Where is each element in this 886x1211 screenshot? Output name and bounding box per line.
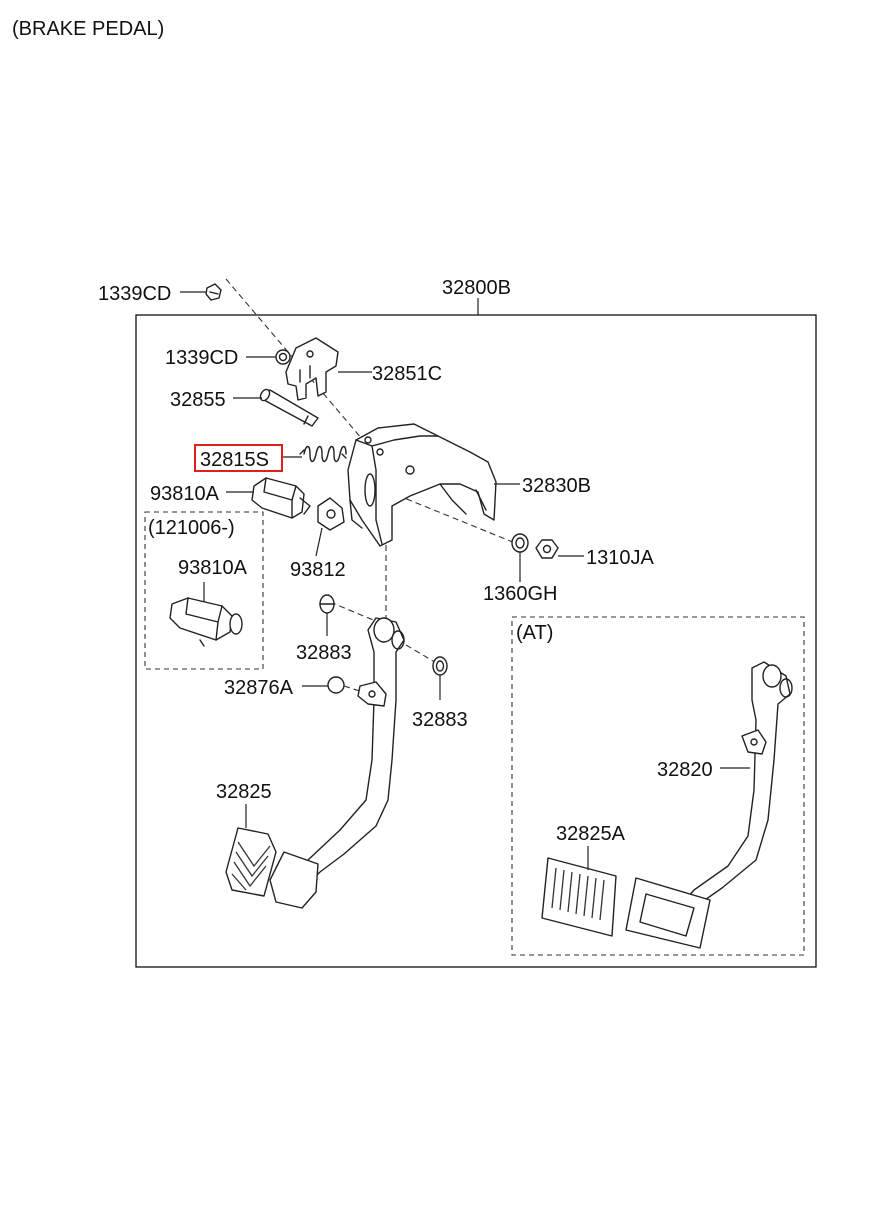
label-1310ja: 1310JA [586, 547, 654, 569]
page-title: (BRAKE PEDAL) [12, 18, 164, 40]
pedal-plate-at [625, 877, 711, 949]
label-32883-upper: 32883 [296, 642, 352, 664]
label-1339cd-inner: 1339CD [165, 347, 238, 369]
label-32851c: 32851C [372, 363, 442, 385]
spring-32815s [299, 445, 347, 463]
pin-32855 [259, 388, 319, 427]
highlight-box-32815s [194, 444, 283, 472]
bushing-32883-lower [432, 656, 448, 676]
switch-stopper-93812 [317, 497, 345, 531]
label-93810a-alt: 93810A [178, 557, 248, 579]
label-32883-lower: 32883 [412, 709, 468, 731]
label-93810a: 93810A [150, 483, 220, 505]
label-32855: 32855 [170, 389, 226, 411]
alt-switch-box [144, 511, 264, 670]
washer-1360gh [511, 533, 529, 553]
label-32825a: 32825A [556, 823, 626, 845]
pedal-plate-mt [269, 851, 319, 909]
pedal-pad-32825 [225, 827, 277, 897]
label-1360gh: 1360GH [483, 583, 558, 605]
label-32825: 32825 [216, 781, 272, 803]
brake-pedal-arm-mt [297, 617, 405, 881]
label-32830b: 32830B [522, 475, 591, 497]
assembly-frame [135, 314, 817, 968]
label-at: (AT) [516, 622, 553, 644]
label-32820: 32820 [657, 759, 713, 781]
stopper-rubber-32876a [327, 676, 345, 694]
bolt-1339cd-inner [275, 349, 291, 365]
label-121006: (121006-) [148, 517, 235, 539]
label-32815s: 32815S [200, 449, 269, 471]
pedal-member-32830b [347, 423, 497, 547]
nut-1310ja [535, 539, 559, 559]
bolt-1339cd-outer [205, 283, 222, 301]
pedal-pad-32825a [541, 857, 617, 937]
label-assembly-32800b: 32800B [442, 277, 511, 299]
stop-lamp-switch-93810a-alt [169, 597, 243, 647]
brake-pedal-arm-at [681, 661, 793, 913]
bushing-32883-upper [319, 594, 335, 614]
stop-lamp-switch-93810a [251, 477, 311, 519]
label-1339cd-outer: 1339CD [98, 283, 171, 305]
bracket-32851c [285, 337, 339, 401]
at-option-box [511, 616, 805, 956]
label-93812: 93812 [290, 559, 346, 581]
label-32876a: 32876A [224, 677, 294, 699]
